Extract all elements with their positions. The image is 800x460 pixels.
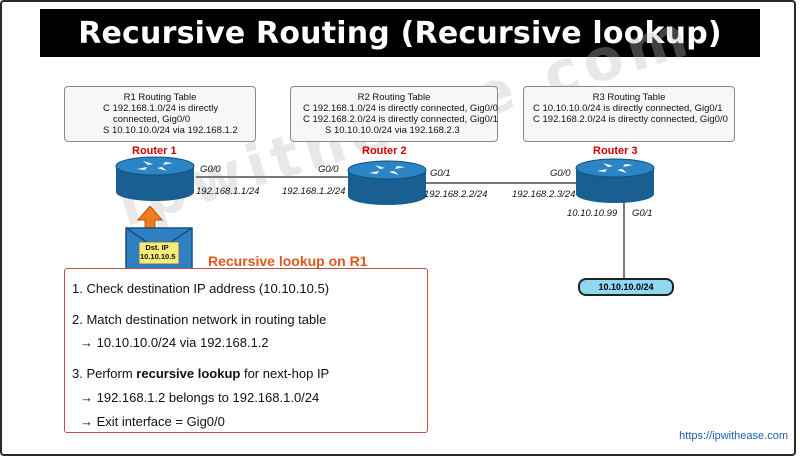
r2-g01-label: G0/1 [430,168,451,179]
r3-table-line: C 10.10.10.0/24 is directly connected, G… [533,103,723,114]
link-r2-r3 [424,182,576,184]
r2-ip-right-label: 192.168.2.2/24 [424,189,488,200]
r1-g00-label: G0/0 [200,164,221,175]
r3-ip-down-label: 10.10.10.99 [567,208,618,219]
r2-table-line: C 192.168.1.0/24 is directly connected, … [303,103,498,114]
packet-dst-ip: 10.10.10.5 [140,251,176,261]
step-3-detail-b: → Exit interface = Gig0/0 [80,414,225,429]
page-title: Recursive Routing (Recursive lookup) [40,9,760,57]
router2-icon [347,160,427,205]
step-1: 1. Check destination IP address (10.10.1… [72,281,330,296]
step-3: 3. Perform recursive lookup for next-hop… [72,366,329,381]
r3-table-line: C 192.168.2.0/24 is directly connected, … [533,114,728,125]
packet-dst-label: Dst. IP 10.10.10.5 [140,243,176,261]
r2-routing-table: R2 Routing Table C 192.168.1.0/24 is dir… [290,86,498,142]
steps-box [64,268,428,433]
r1-table-title: R1 Routing Table [123,92,197,103]
r2-g00-label: G0/0 [318,164,339,175]
router2-name: Router 2 [362,145,407,157]
link-r3-lan [623,196,625,280]
r2-table-line: S 10.10.10.0/24 via 192.168.2.3 [325,125,460,136]
lan-network-box: 10.10.10.0/24 [578,278,674,296]
r1-table-line: S 10.10.10.0/24 via 192.168.1.2 [103,125,238,136]
r3-g01-label: G0/1 [632,208,653,219]
r3-g00-label: G0/0 [550,168,571,179]
recursive-lookup-title: Recursive lookup on R1 [208,253,368,269]
r2-ip-left-label: 192.168.1.2/24 [282,186,346,197]
step-3-post: for next-hop IP [240,366,330,381]
site-url-link[interactable]: https://ipwithease.com [679,430,788,442]
r2-table-title: R2 Routing Table [357,92,431,103]
step-3-bold: recursive lookup [136,366,241,381]
r1-table-line: C 192.168.1.0/24 is directly [103,103,219,114]
r1-table-line: connected, Gig0/0 [113,114,191,125]
step-3-detail-a: → 192.168.1.2 belongs to 192.168.1.0/24 [80,390,320,405]
r1-ip-label: 192.168.1.1/24 [196,186,260,197]
r1-routing-table: R1 Routing Table C 192.168.1.0/24 is dir… [64,86,256,142]
step-2: 2. Match destination network in routing … [72,312,327,327]
router1-name: Router 1 [132,145,177,157]
link-r1-r2 [196,176,350,178]
step-2-detail: → 10.10.10.0/24 via 192.168.1.2 [80,335,269,350]
packet-envelope-icon [125,206,193,271]
router3-name: Router 3 [593,145,638,157]
r2-table-line: C 192.168.2.0/24 is directly connected, … [303,114,498,125]
r3-ip-left-label: 192.168.2.3/24 [512,189,576,200]
r3-table-title: R3 Routing Table [592,92,666,103]
router3-icon [575,158,655,203]
packet-dst-title: Dst. IP [145,243,169,252]
router1-icon [115,156,195,201]
r3-routing-table: R3 Routing Table C 10.10.10.0/24 is dire… [523,86,735,142]
step-3-pre: 3. Perform [72,366,137,381]
